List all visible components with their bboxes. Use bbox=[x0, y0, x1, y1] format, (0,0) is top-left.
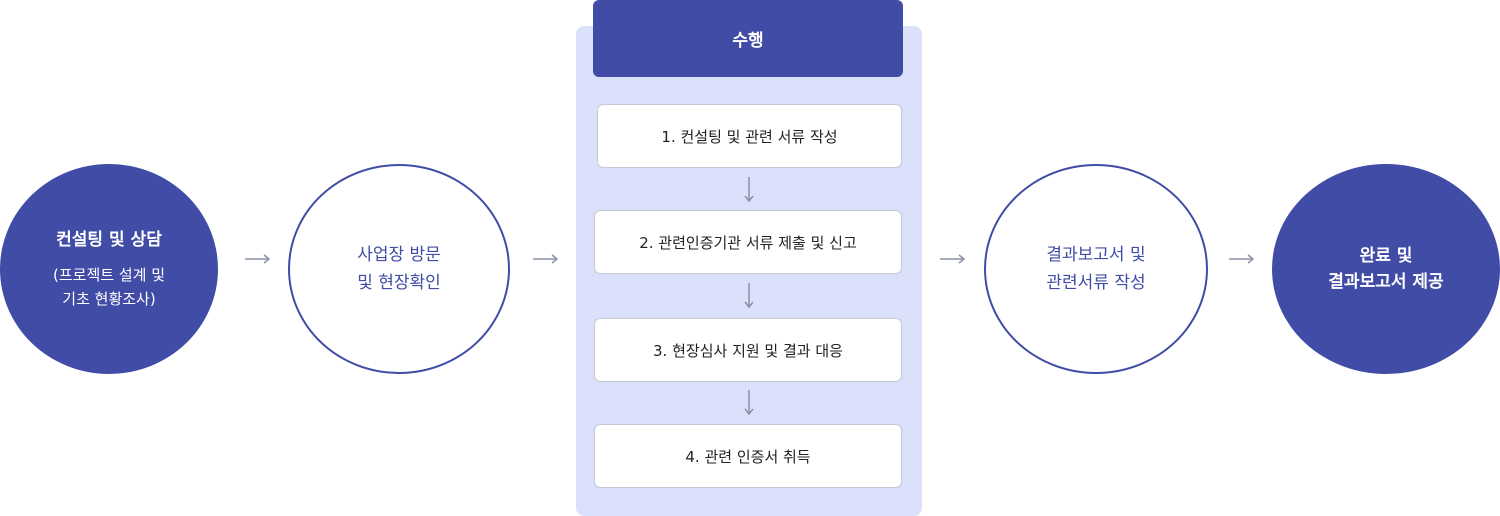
site-visit-line1: 사업장 방문 bbox=[357, 245, 441, 265]
site-visit-label: 사업장 방문 및 현장확인 bbox=[357, 241, 441, 297]
consulting-sub-line2: 기초 현황조사) bbox=[62, 290, 156, 308]
consulting-sub-line1: (프로젝트 설계 및 bbox=[53, 266, 165, 284]
execution-step-2: 2. 관련인증기관 서류 제출 및 신고 bbox=[594, 210, 902, 274]
complete-circle: 완료 및 결과보고서 제공 bbox=[1272, 164, 1500, 374]
complete-line2: 결과보고서 제공 bbox=[1328, 272, 1444, 292]
arrow-right-icon bbox=[245, 254, 271, 264]
report-line2: 관련서류 작성 bbox=[1046, 273, 1146, 293]
execution-step-3-label: 3. 현장심사 지원 및 결과 대응 bbox=[653, 341, 843, 360]
execution-step-4: 4. 관련 인증서 취득 bbox=[594, 424, 902, 488]
execution-header-label: 수행 bbox=[732, 31, 764, 51]
consulting-circle: 컨설팅 및 상담 (프로젝트 설계 및 기초 현황조사) bbox=[0, 164, 218, 374]
arrow-right-icon bbox=[533, 254, 559, 264]
complete-label: 완료 및 결과보고서 제공 bbox=[1328, 243, 1443, 295]
site-visit-circle: 사업장 방문 및 현장확인 bbox=[288, 164, 510, 374]
complete-line1: 완료 및 bbox=[1359, 246, 1413, 266]
report-circle: 결과보고서 및 관련서류 작성 bbox=[984, 164, 1208, 374]
execution-step-1: 1. 컨설팅 및 관련 서류 작성 bbox=[597, 104, 902, 168]
arrow-right-icon bbox=[1229, 254, 1255, 264]
arrow-down-icon bbox=[744, 177, 754, 203]
execution-header: 수행 bbox=[593, 0, 903, 77]
arrow-down-icon bbox=[744, 390, 754, 416]
consulting-title: 컨설팅 및 상담 bbox=[56, 230, 162, 250]
report-label: 결과보고서 및 관련서류 작성 bbox=[1046, 241, 1145, 297]
arrow-down-icon bbox=[744, 283, 754, 309]
consulting-subtitle: (프로젝트 설계 및 기초 현황조사) bbox=[53, 263, 165, 311]
site-visit-line2: 및 현장확인 bbox=[357, 273, 441, 293]
execution-step-1-label: 1. 컨설팅 및 관련 서류 작성 bbox=[661, 127, 838, 146]
arrow-right-icon bbox=[940, 254, 966, 264]
execution-step-4-label: 4. 관련 인증서 취득 bbox=[685, 447, 811, 466]
report-line1: 결과보고서 및 bbox=[1046, 245, 1146, 265]
execution-step-2-label: 2. 관련인증기관 서류 제출 및 신고 bbox=[639, 233, 857, 252]
execution-step-3: 3. 현장심사 지원 및 결과 대응 bbox=[594, 318, 902, 382]
